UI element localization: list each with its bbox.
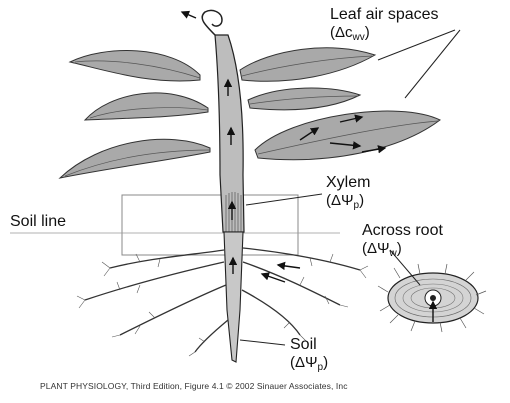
leader-xylem	[246, 194, 322, 205]
leaf-mid-left	[85, 93, 208, 120]
taproot	[224, 232, 243, 362]
soil-symbol: (ΔΨp)	[290, 354, 328, 374]
inset-box	[122, 195, 298, 255]
arrow-lateral-root	[262, 274, 285, 282]
root-cross-section	[378, 264, 486, 332]
soil-label: Soil (ΔΨp)	[290, 336, 328, 374]
leaf-air-spaces-symbol: (Δcwv)	[330, 24, 439, 44]
across-root-label: Across root (ΔΨw)	[362, 222, 443, 260]
across-root-symbol: (ΔΨw)	[362, 240, 443, 260]
leaf-lower-left	[60, 139, 210, 178]
stem	[215, 35, 244, 232]
soil-line-label: Soil line	[10, 213, 66, 231]
leaf-upper-left	[70, 51, 200, 81]
xylem-symbol: (ΔΨp)	[326, 192, 370, 212]
leaf-air-spaces-label: Leaf air spaces (Δcwv)	[330, 6, 439, 44]
leaves	[60, 48, 440, 178]
figure-caption: PLANT PHYSIOLOGY, Third Edition, Figure …	[40, 381, 348, 391]
arrow-shoot-tip	[182, 12, 196, 18]
arrow-lateral-root-2	[278, 265, 300, 268]
leader-soil	[240, 340, 285, 345]
soil-title: Soil	[290, 336, 328, 354]
xylem-title: Xylem	[326, 174, 370, 192]
across-root-title: Across root	[362, 222, 443, 240]
shoot-tip	[202, 10, 222, 35]
leaf-air-spaces-title: Leaf air spaces	[330, 6, 439, 24]
xylem-label: Xylem (ΔΨp)	[326, 174, 370, 212]
leaf-upper-right	[240, 48, 375, 81]
leaf-mid-right	[248, 88, 360, 110]
